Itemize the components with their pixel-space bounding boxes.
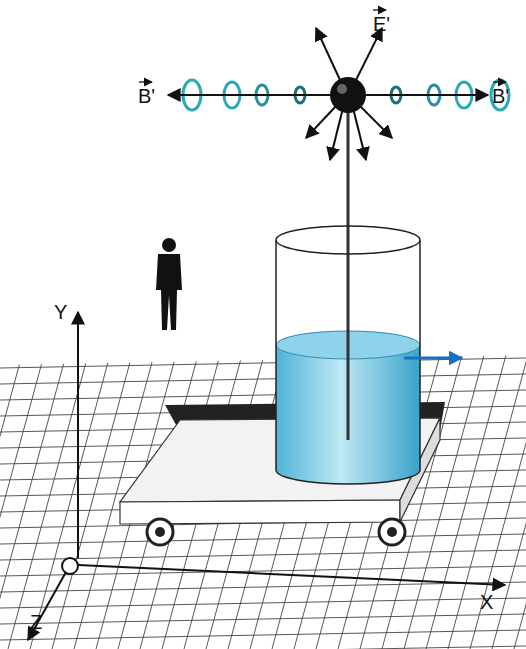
observer [156, 238, 182, 330]
sphere-highlight [337, 84, 347, 94]
origin [62, 558, 78, 574]
wheel [147, 519, 173, 545]
axis-label: X [480, 592, 493, 612]
field-label: E' [373, 14, 390, 34]
wheel-hub [155, 527, 165, 537]
wheel [379, 519, 405, 545]
beaker-rim [276, 226, 420, 254]
vector-accents [139, 10, 506, 82]
axis-label: Z [30, 612, 42, 632]
beaker-wall [276, 240, 420, 484]
wheel-hub [387, 527, 397, 537]
field-label: B' [492, 86, 509, 106]
rod [347, 110, 350, 440]
field-label: B' [138, 86, 155, 106]
charged-sphere [330, 77, 366, 113]
velocity-arrow [404, 357, 462, 360]
field-arrows [168, 28, 488, 160]
axis-label: Y [54, 302, 67, 322]
axes [28, 312, 505, 640]
